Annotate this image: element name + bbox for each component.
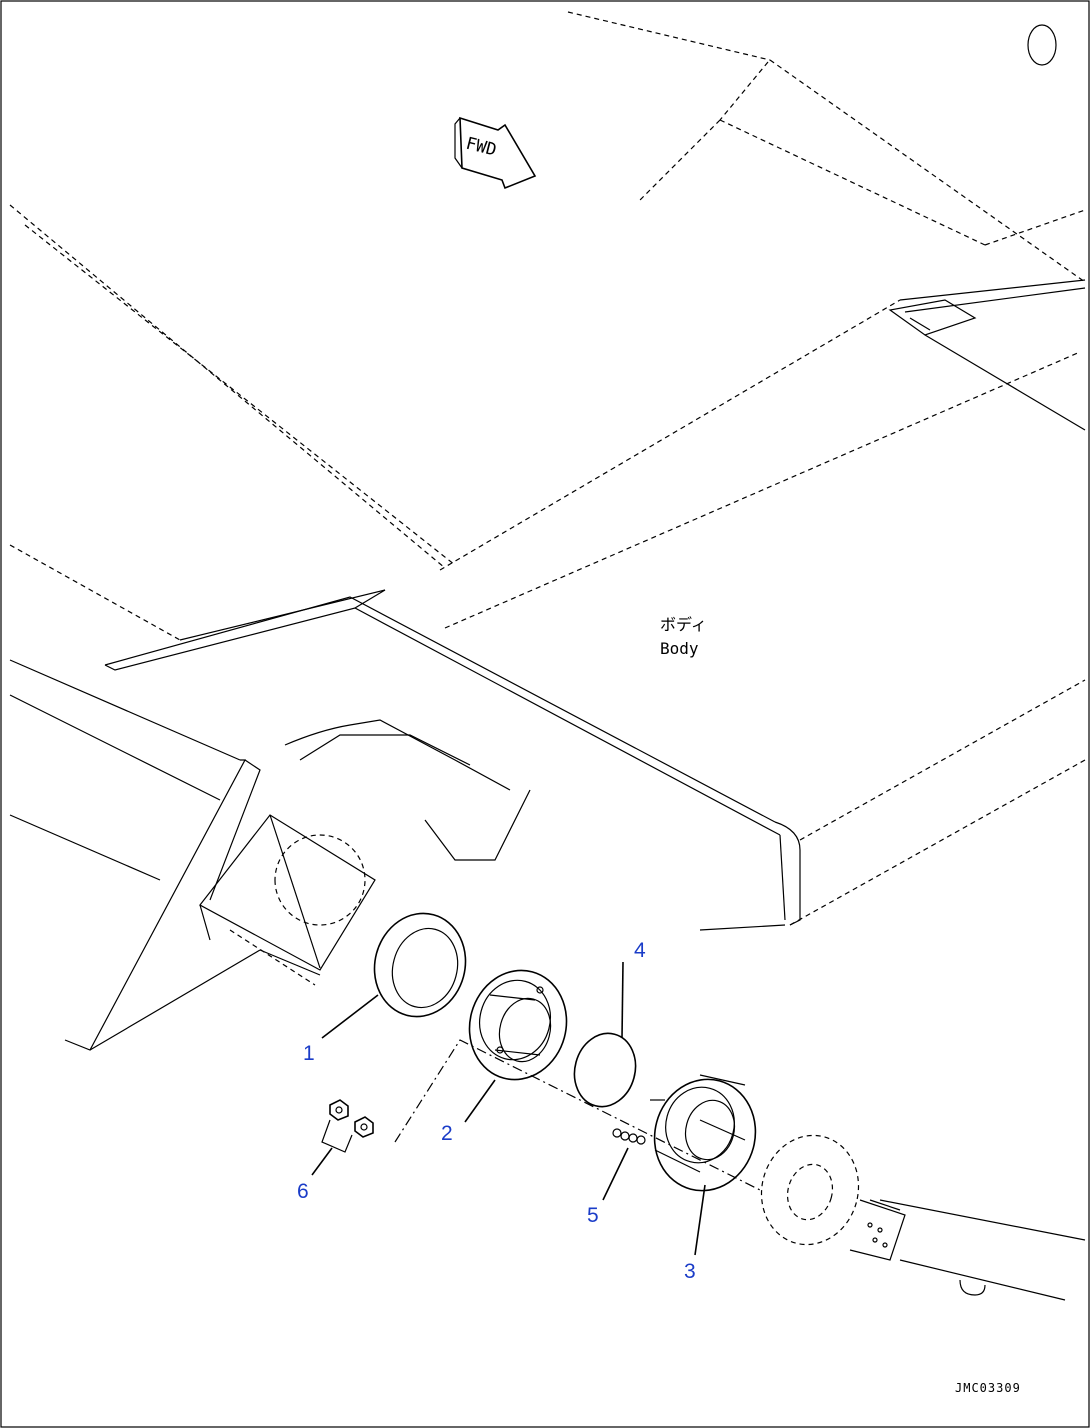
part-6-nuts [321, 1099, 374, 1153]
part-5-bolts [612, 1128, 646, 1145]
body-label-jp: ボディ [660, 615, 707, 634]
callout-4: 4 [634, 939, 646, 962]
drawing-number: JMC03309 [955, 1381, 1021, 1395]
body-outline [9, 11, 1086, 931]
part-2-flange [468, 969, 568, 1081]
hinge-boss [760, 1134, 1086, 1301]
body-label-en: Body [660, 639, 699, 658]
callout-5: 5 [587, 1204, 599, 1227]
fwd-arrow: FWD [454, 116, 537, 190]
callout-6: 6 [297, 1180, 309, 1203]
callout-2: 2 [441, 1122, 453, 1145]
callout-leaders [311, 961, 706, 1256]
callout-3: 3 [684, 1260, 696, 1283]
part-4-shim [573, 1032, 637, 1108]
callout-1: 1 [303, 1042, 315, 1065]
frame-structure [64, 719, 531, 1051]
part-3-bushing [650, 1074, 757, 1192]
hole-icon [1027, 24, 1057, 66]
part-1-ring [373, 912, 467, 1018]
assembly-centerline [394, 1039, 761, 1191]
